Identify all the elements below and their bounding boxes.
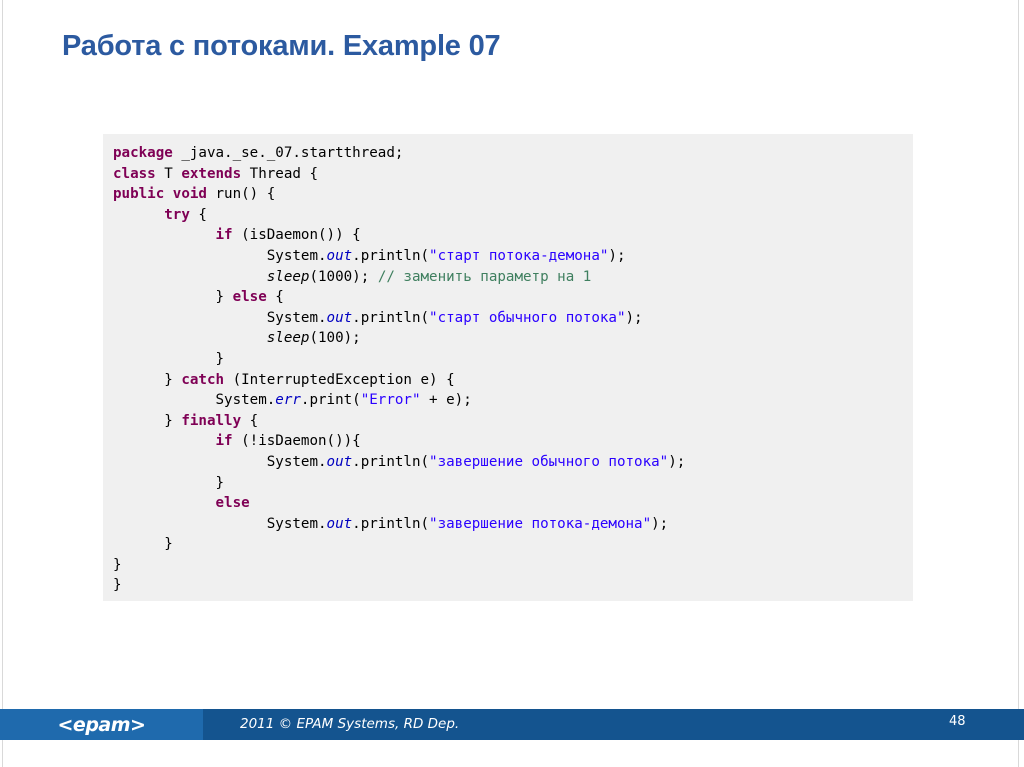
code-token: .println( (352, 453, 430, 470)
code-token: { (189, 206, 207, 223)
code-token: } (113, 371, 182, 388)
code-token: // заменить параметр на 1 (377, 268, 592, 285)
code-token: if (215, 433, 233, 450)
code-token: err (275, 392, 301, 409)
code-token: else (215, 495, 250, 512)
code-token: .println( (352, 247, 430, 264)
code-token: "завершение потока-демона" (429, 515, 652, 532)
code-token: extends (181, 165, 242, 182)
code-token: } (113, 350, 225, 367)
code-token: } (113, 412, 182, 429)
code-line: System.out.println("старт обычного поток… (113, 310, 643, 326)
code-block: package _java._se._07.startthread; class… (103, 134, 913, 601)
code-line: public void run() { (113, 186, 275, 202)
code-token: finally (181, 412, 242, 429)
code-line: } (113, 474, 225, 491)
epam-logo-box: <epam> (0, 709, 203, 740)
code-line: if (!isDaemon()){ (113, 433, 361, 449)
code-token: else (232, 289, 267, 306)
code-line: } (113, 577, 122, 593)
code-token: T (155, 165, 182, 182)
code-token: out (326, 247, 353, 264)
code-token: } (113, 536, 173, 553)
code-token (113, 330, 267, 346)
code-token: void (172, 186, 207, 203)
code-line: } else { (113, 289, 284, 305)
code-token (113, 433, 216, 449)
code-line: class T extends Thread { (113, 166, 318, 182)
code-token: ); (625, 309, 643, 326)
code-line: } (113, 557, 122, 573)
code-token: run() { (206, 186, 276, 203)
code-line: package _java._se._07.startthread; (113, 145, 403, 161)
page-number: 48 (949, 714, 966, 729)
code-token: _java._se._07.startthread; (172, 145, 404, 161)
code-token: catch (181, 371, 225, 388)
code-token (113, 269, 267, 285)
code-line: } finally { (113, 413, 258, 429)
code-token: ); (668, 453, 686, 470)
code-token (113, 207, 164, 223)
code-line: System.out.println("старт потока-демона"… (113, 248, 626, 264)
code-token: class (113, 165, 156, 182)
code-token: Thread { (241, 165, 319, 182)
code-line: sleep(1000); // заменить параметр на 1 (113, 268, 592, 285)
code-token: (InterruptedException e) { (224, 371, 455, 388)
code-line: } catch (InterruptedException e) { (113, 371, 455, 388)
code-token: System. (113, 515, 327, 532)
code-line: System.err.print("Error" + e); (113, 392, 472, 408)
code-token: } (113, 289, 233, 306)
code-token (164, 186, 173, 202)
code-token: "Error" (360, 392, 421, 409)
code-token: "старт потока-демона" (429, 247, 609, 264)
slide-right-border (1018, 0, 1019, 767)
code-token: if (215, 227, 233, 244)
epam-logo: <epam> (57, 713, 146, 736)
code-token: (100); (309, 330, 361, 347)
code-token: System. (113, 247, 327, 264)
copyright-text: 2011 © EPAM Systems, RD Dep. (240, 716, 460, 732)
code-token: out (326, 309, 353, 326)
code-token: { (241, 412, 259, 429)
code-line: } (113, 350, 225, 367)
code-token: out (326, 453, 353, 470)
code-token: ); (608, 247, 626, 264)
code-line: else (113, 495, 250, 511)
code-line: System.out.println("завершение потока-де… (113, 516, 668, 532)
code-token: System. (113, 453, 327, 470)
code-token: } (113, 556, 122, 573)
code-line: if (isDaemon()) { (113, 227, 361, 243)
code-token (113, 495, 216, 511)
code-token: (isDaemon()) { (232, 227, 361, 244)
code-token: .print( (300, 392, 361, 409)
code-token: try (164, 206, 190, 223)
code-line: try { (113, 207, 207, 223)
code-token: sleep (266, 330, 310, 347)
code-token: "старт обычного потока" (429, 309, 626, 326)
slide-left-border (2, 0, 3, 767)
code-token: sleep (266, 268, 310, 285)
code-line: System.out.println("завершение обычного … (113, 453, 686, 470)
footer-bar: <epam> 2011 © EPAM Systems, RD Dep. 48 (0, 709, 1024, 740)
code-token: (!isDaemon()){ (232, 433, 361, 450)
code-token (113, 227, 216, 243)
code-token: "завершение обычного потока" (429, 453, 669, 470)
code-token: System. (113, 392, 276, 409)
code-token: + e); (420, 392, 472, 409)
code-token: (1000); (309, 268, 378, 285)
code-listing: package _java._se._07.startthread; class… (113, 143, 913, 596)
code-token: out (326, 515, 353, 532)
slide-title: Работа с потоками. Example 07 (62, 30, 501, 62)
code-token: } (113, 577, 122, 594)
code-token: .println( (352, 515, 430, 532)
code-token: .println( (352, 309, 430, 326)
code-token: } (113, 474, 225, 491)
code-token: System. (113, 309, 327, 326)
code-token: { (266, 289, 284, 306)
code-line: sleep(100); (113, 330, 361, 346)
code-token: public (113, 186, 165, 203)
code-token: ); (651, 515, 669, 532)
code-line: } (113, 536, 173, 552)
code-token: package (113, 145, 173, 161)
